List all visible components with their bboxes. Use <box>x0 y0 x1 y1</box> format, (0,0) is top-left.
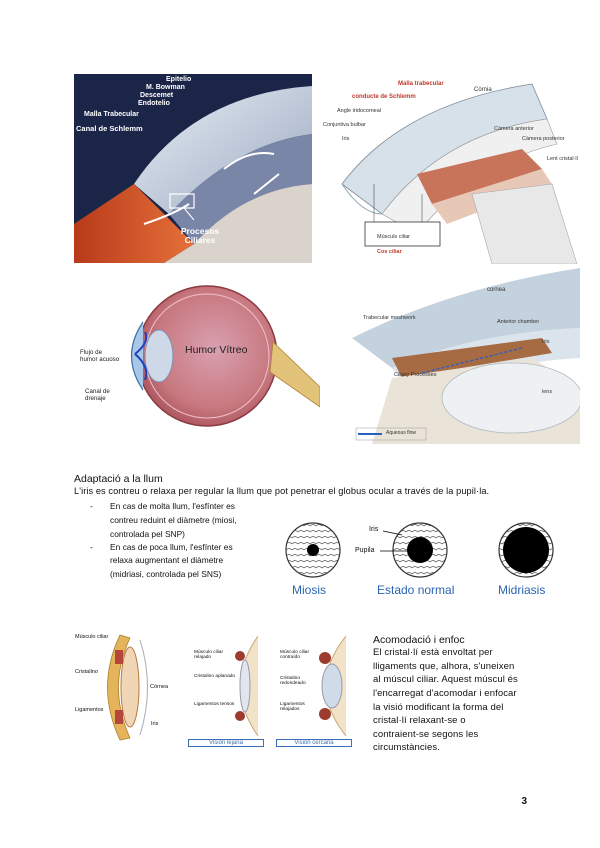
label-cornea-5: Córnea <box>150 684 169 690</box>
label-anterior-chamber: Anterior chamber <box>497 319 540 325</box>
caption-miosis: Miosis <box>292 583 327 597</box>
figure-anterior-segment-anatomy: Malla trabecular conducte de Schlemm Ang… <box>322 74 580 264</box>
label-descemet: Descemet <box>140 92 174 99</box>
figure-trabecular-meshwork-section: Epitelio M. Bowman Descemet Endotelio Ma… <box>74 74 312 263</box>
label-aqueous-flow: Aqueous flow <box>386 430 417 436</box>
label-musculo-contraido: Músculo ciliar contraído <box>280 650 310 661</box>
pupil-miosis <box>285 522 341 578</box>
label-ciliary-processes: Ciliary Processes <box>394 372 437 378</box>
bullet-mark-2: - <box>90 542 93 552</box>
label-camera-anterior: Càmera anterior <box>494 126 534 132</box>
bullet-2-line-3: (midriasi, controlada pel SNS) <box>110 569 222 579</box>
label-cristalino-redondeado: Cristalino redondeado <box>280 676 306 687</box>
label-conjuntiva-bulbar: Conjuntiva bulbar <box>323 122 366 128</box>
figure-aqueous-flow-cross-section: cornea Trabecular meshwork Anterior cham… <box>352 268 580 444</box>
pupil-normal <box>380 522 448 578</box>
accommodation-line-5: la visió modificant la forma del <box>373 702 504 713</box>
label-endotelio: Endotelio <box>138 100 170 107</box>
label-flujo-humor-acuoso: Flujo de humor acuoso <box>80 349 120 363</box>
near-vision-illustration <box>319 636 347 737</box>
figure-far-vision: Músculo ciliar relajado Cristalino aplan… <box>188 636 264 750</box>
far-vision-illustration <box>235 636 259 737</box>
caption-midriasis: Midriasis <box>498 583 546 597</box>
label-musculo-ciliar: Músculo ciliar <box>75 634 109 640</box>
accommodation-line-6: cristal·lí relaxant-se o <box>373 715 466 726</box>
cornea-section-illustration <box>74 86 312 263</box>
label-canal-drenaje: Canal de drenaje <box>85 388 110 402</box>
label-iris-2: Iris <box>342 136 350 142</box>
eye-globe-illustration <box>131 285 320 427</box>
accommodation-line-7: contraient-se segons les <box>373 729 479 740</box>
caption-vision-cercana: Visión cercana <box>276 739 352 748</box>
label-malla-trabecular: Malla Trabecular <box>84 111 139 118</box>
accommodation-line-3: al múscul ciliar. Aquest múscul és <box>373 674 518 685</box>
accommodation-line-8: circumstàncies. <box>373 742 440 753</box>
figure-lens-ciliary-anatomy: Músculo ciliar Cristalino Córnea Ligamen… <box>75 630 175 745</box>
label-pupila: Pupila <box>355 547 375 554</box>
label-iris-4: Iris <box>542 339 550 345</box>
label-malla-trabecular-2: Malla trabecular <box>398 81 444 87</box>
lens-anatomy-illustration <box>107 634 148 741</box>
label-canal-schlemm: Canal de Schlemm <box>76 124 143 133</box>
label-camera-posterior: Càmera posterior <box>522 136 565 142</box>
label-iris-5: Iris <box>151 721 159 727</box>
page-number: 3 <box>521 796 527 807</box>
label-epitelio: Epitelio <box>166 76 192 83</box>
bullet-1-line-2: contreu reduint el diàmetre (miosi, <box>110 515 237 525</box>
label-cristalino: Cristalino <box>75 669 98 675</box>
bullet-2-line-2: relaxa augmentant el diàmetre <box>110 555 224 565</box>
label-cristalino-aplanado: Cristalino aplanado <box>194 674 236 679</box>
label-musculo-relajado: Músculo ciliar relajado <box>194 650 224 661</box>
bullet-1-line-1: En cas de molta llum, l'esfínter es <box>110 501 235 511</box>
label-ligamentos: Ligamentos <box>75 707 104 713</box>
pupil-diagrams <box>285 522 554 578</box>
label-cornia: Còrnia <box>474 87 492 93</box>
label-humor-vitreo: Humor Vítreo <box>185 344 248 356</box>
accommodation-line-4: l'encarregat d'acomodar i enfocar <box>373 688 517 699</box>
label-trabecular-meshwork: Trabecular meshwork <box>363 315 416 321</box>
label-ligamentos-tensos: Ligamentos tensos <box>194 702 235 707</box>
accommodation-line-2: lligaments que, alhora, s'uneixen <box>373 661 515 672</box>
anterior-segment-illustration <box>341 83 578 264</box>
figure-near-vision: Músculo ciliar contraído Cristalino redo… <box>276 636 352 750</box>
figure-pupil-sizes: Iris Pupila Miosis Estado normal Midrias… <box>280 517 580 602</box>
section-heading-light-adaptation: Adaptació a la llum <box>74 473 163 485</box>
light-adaptation-intro: L'iris es contreu o relaxa per regular l… <box>74 486 490 496</box>
aqueous-flow-illustration <box>352 268 580 444</box>
label-iris-pupil-diagram: Iris <box>369 526 379 533</box>
caption-estado-normal: Estado normal <box>377 583 455 597</box>
bullet-2-line-1: En cas de poca llum, l'esfínter es <box>110 542 233 552</box>
label-procesos-ciliares: Procesos Ciliares <box>180 226 220 245</box>
label-angle-iridocorneal: Angle iridocorneal <box>337 108 382 114</box>
section-heading-accommodation: Acomodació i enfoc <box>373 634 465 646</box>
bullet-1-line-3: controlada pel SNP) <box>110 529 185 539</box>
figure-eye-globe-aqueous-flow: Humor Vítreo Flujo de humor acuoso Canal… <box>75 282 320 430</box>
label-conducte-schlemm: conducte de Schlemm <box>352 94 416 100</box>
label-ligamentos-relajados: Ligamentos relajados <box>280 702 305 713</box>
bullet-mark-1: - <box>90 501 93 511</box>
caption-vision-lejana: Visión lejana <box>188 739 264 748</box>
accommodation-line-1: El cristal·lí està envoltat per <box>373 647 493 658</box>
label-cornea: cornea <box>487 287 506 293</box>
label-cos-ciliar: Cos ciliar <box>377 249 402 255</box>
label-musculs-ciliar: Músculs ciliar <box>377 234 411 240</box>
label-lent-cristalli: Lent cristal·lí <box>547 156 579 162</box>
pupil-midriasis <box>498 522 554 578</box>
label-lens: lens <box>542 389 553 395</box>
label-m-bowman: M. Bowman <box>146 84 185 91</box>
